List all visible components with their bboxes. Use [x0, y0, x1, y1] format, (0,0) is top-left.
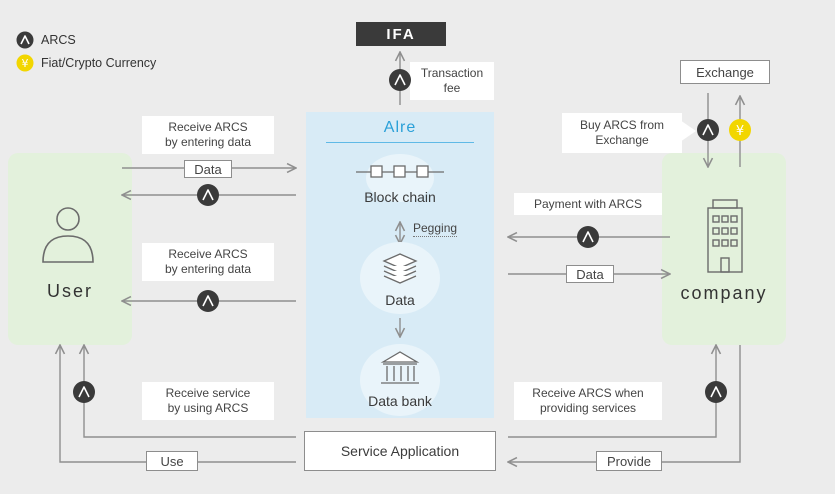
- blockchain-icon: [356, 165, 444, 178]
- data-label-left: Data: [184, 160, 232, 178]
- transaction-fee-note: Transaction fee: [410, 62, 494, 100]
- yen-symbol: ¥: [736, 124, 744, 139]
- receive-service-note: Receive service by using ARCS: [142, 382, 274, 420]
- data-label-right: Data: [566, 265, 614, 283]
- arcs-token-icon: [197, 290, 219, 312]
- yen-coin-icon: ¥: [729, 119, 751, 141]
- alre-title: Alre: [383, 119, 417, 136]
- use-label: Use: [146, 451, 198, 471]
- receive-arcs-providing-note: Receive ARCS when providing services: [514, 382, 662, 420]
- legend-arcs-label: ARCS: [41, 33, 76, 47]
- buy-note-pointer: [680, 120, 696, 142]
- service-application-box: Service Application: [304, 431, 496, 471]
- pegging-label: Pegging: [413, 221, 458, 237]
- yen-coin-icon: ¥: [16, 54, 34, 72]
- arcs-token-icon: [16, 31, 34, 49]
- databank-bubble: [360, 344, 440, 416]
- database-stack-icon: [382, 253, 418, 284]
- data-label: Data: [385, 292, 415, 308]
- arcs-token-icon: [389, 69, 411, 91]
- arrow-provide: [508, 345, 741, 462]
- arrow-service-to-user: [84, 345, 296, 438]
- alre-divider: [326, 142, 474, 143]
- company-label: company: [680, 283, 768, 303]
- provide-label: Provide: [596, 451, 662, 471]
- arcs-token-icon: [577, 226, 599, 248]
- legend-arcs: ARCS: [16, 31, 76, 49]
- receive-arcs-note-1: Receive ARCS by entering data: [142, 116, 274, 154]
- legend-fiat-label: Fiat/Crypto Currency: [41, 56, 157, 70]
- arrow-use: [60, 345, 296, 463]
- arcs-token-icon: [73, 381, 95, 403]
- payment-with-arcs-note: Payment with ARCS: [514, 193, 662, 215]
- databank-label: Data bank: [368, 393, 432, 409]
- bank-building-icon: [380, 351, 420, 384]
- user-label: User: [46, 281, 93, 301]
- yen-symbol: ¥: [22, 57, 29, 70]
- receive-arcs-note-2: Receive ARCS by entering data: [142, 243, 274, 281]
- blockchain-label: Block chain: [364, 189, 436, 205]
- company-panel: [662, 153, 786, 345]
- arcs-token-icon: [705, 381, 727, 403]
- arcs-token-icon: [197, 184, 219, 206]
- ifa-box: IFA: [356, 22, 446, 46]
- exchange-box: Exchange: [680, 60, 770, 84]
- arcs-token-icon: [697, 119, 719, 141]
- buy-arcs-note: Buy ARCS from Exchange: [562, 113, 682, 153]
- user-panel: [8, 153, 132, 345]
- arrow-service-to-company: [508, 345, 716, 438]
- legend-fiat: ¥ Fiat/Crypto Currency: [16, 54, 156, 72]
